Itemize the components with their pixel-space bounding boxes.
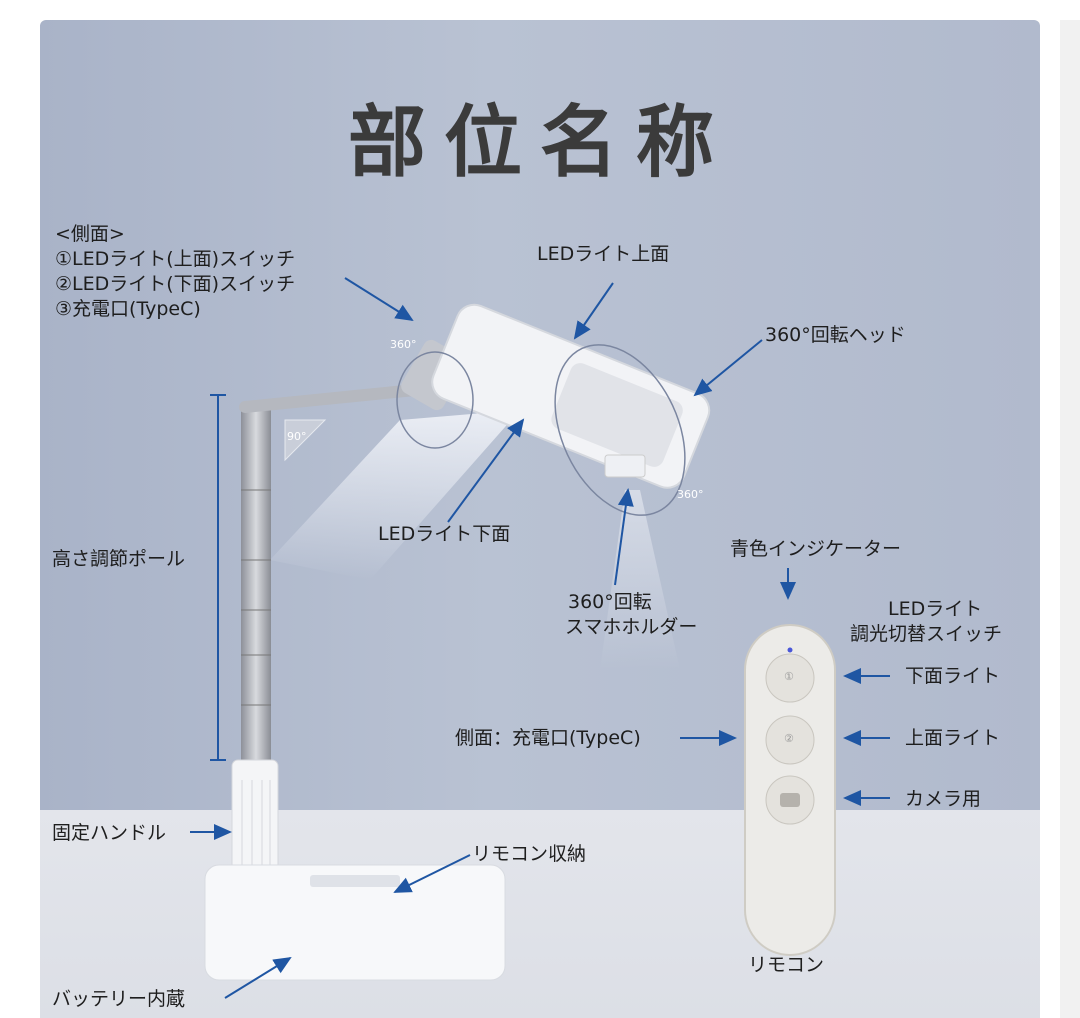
angle-head: 360° (390, 338, 417, 351)
label-fixing-handle: 固定ハンドル (52, 822, 167, 844)
fixing-handle (231, 759, 279, 871)
label-holder: スマホホルダー (565, 616, 698, 638)
label-remote: リモコン (748, 954, 825, 976)
height-pole (241, 405, 271, 765)
label-switch: 調光切替スイッチ (850, 623, 1003, 645)
camera-icon (780, 793, 800, 807)
indicator-dot (787, 647, 793, 653)
angle-holder: 360° (677, 488, 704, 501)
button-2-mark: ② (784, 732, 794, 745)
label-rotating-head: 360°回転ヘッド (765, 324, 906, 346)
side-heading: <側面> (55, 223, 125, 245)
device-illustration (190, 277, 890, 999)
label-indicator: 青色インジケーター (730, 538, 902, 560)
side-item: ①LEDライト(上面)スイッチ (55, 248, 296, 270)
label-camera: カメラ用 (905, 788, 982, 810)
side-strip (1060, 20, 1080, 1018)
label-battery: バッテリー内蔵 (52, 988, 186, 1010)
product-diagram: 部位名称 (40, 20, 1040, 1018)
label-led-top: LEDライト上面 (537, 243, 670, 265)
label-top-light: 上面ライト (905, 727, 1001, 749)
light-beam (270, 410, 520, 580)
remote-button-2 (765, 715, 815, 765)
battery-base (204, 864, 506, 981)
remote-button-1 (765, 653, 815, 703)
label-height-pole: 高さ調節ポール (52, 548, 186, 570)
label-side-port: 側面：充電口(TypeC) (455, 727, 641, 749)
label-remote-storage: リモコン収納 (472, 843, 587, 865)
angle-arm: 90° (287, 430, 307, 443)
side-item: ②LEDライト(下面)スイッチ (55, 273, 296, 295)
label-led-bottom: LEDライト下面 (378, 523, 511, 545)
arm (239, 384, 421, 413)
page-title: 部位名称 (347, 97, 732, 188)
side-item: ③充電口(TypeC) (55, 298, 201, 320)
button-1-mark: ① (784, 670, 794, 683)
label-switch: LEDライト (888, 598, 983, 620)
label-bottom-light: 下面ライト (905, 665, 1001, 687)
lamp-head (431, 303, 711, 489)
label-holder: 360°回転 (568, 591, 652, 613)
light-beam (600, 490, 680, 670)
callout-arrows (190, 277, 890, 999)
